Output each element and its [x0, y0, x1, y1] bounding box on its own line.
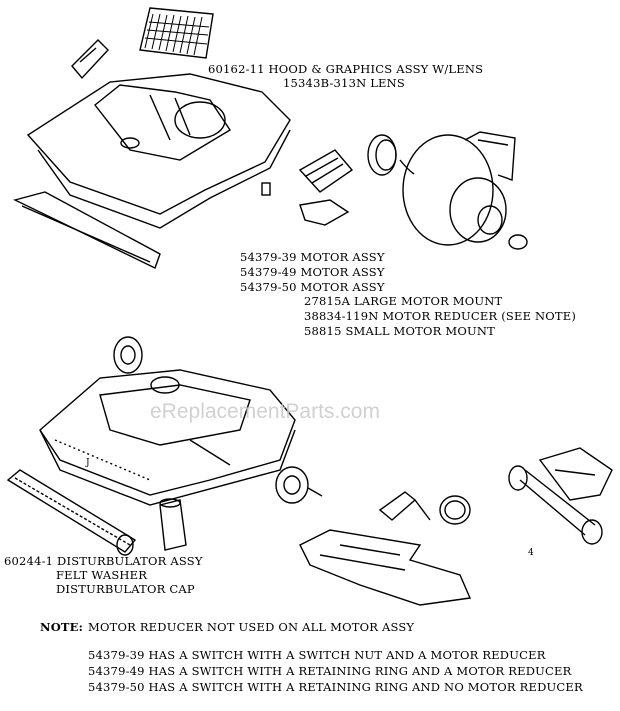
motor-reducer-part [298, 149, 354, 226]
note-text: MOTOR REDUCER NOT USED ON ALL MOTOR ASSY [88, 620, 415, 634]
small-motor-mount-part [439, 495, 471, 525]
filter-grille-part [139, 7, 214, 59]
base-part [39, 369, 296, 506]
hood-label: 60162-11 HOOD & GRAPHICS ASSY W/LENS [208, 62, 484, 76]
disturbulator-cap-label: DISTURBULATOR CAP [56, 582, 195, 596]
motor-part [402, 131, 528, 250]
felt-washer-part [159, 498, 187, 551]
large-motor-mount-part [367, 134, 415, 176]
watermark: eReplacementParts.com [150, 400, 380, 423]
part-callout-4: 4 [528, 548, 534, 558]
lens-part [71, 39, 109, 80]
motor-assy-50-label: 54379-50 MOTOR ASSY [240, 280, 385, 294]
note-detail-39: 54379-39 HAS A SWITCH WITH A SWITCH NUT … [88, 648, 546, 662]
wheel-part-rear [113, 336, 143, 374]
disturbulator-part [6, 469, 137, 556]
part-callout-j: J [86, 458, 90, 468]
axle-part [508, 447, 613, 545]
large-motor-mount-label: 27815A LARGE MOTOR MOUNT [304, 294, 503, 308]
motor-assy-39-label: 54379-39 MOTOR ASSY [240, 250, 385, 264]
lens-label: 15343B-313N LENS [283, 76, 405, 90]
note-detail-49: 54379-49 HAS A SWITCH WITH A RETAINING R… [88, 664, 572, 678]
motor-assy-49-label: 54379-49 MOTOR ASSY [240, 265, 385, 279]
bumper-part [13, 191, 161, 269]
clip-part [261, 182, 271, 196]
motor-reducer-label: 38834-119N MOTOR REDUCER (SEE NOTE) [304, 309, 577, 323]
wheel-part-front [275, 466, 323, 504]
small-motor-mount-label: 58815 SMALL MOTOR MOUNT [304, 324, 495, 338]
hood-part [26, 73, 291, 229]
disturbulator-label: 60244-1 DISTURBULATOR ASSY [4, 554, 203, 568]
note-key: NOTE: [40, 620, 84, 634]
pedal-part [299, 491, 472, 606]
note-detail-50: 54379-50 HAS A SWITCH WITH A RETAINING R… [88, 680, 583, 694]
felt-washer-label: FELT WASHER [56, 568, 148, 582]
